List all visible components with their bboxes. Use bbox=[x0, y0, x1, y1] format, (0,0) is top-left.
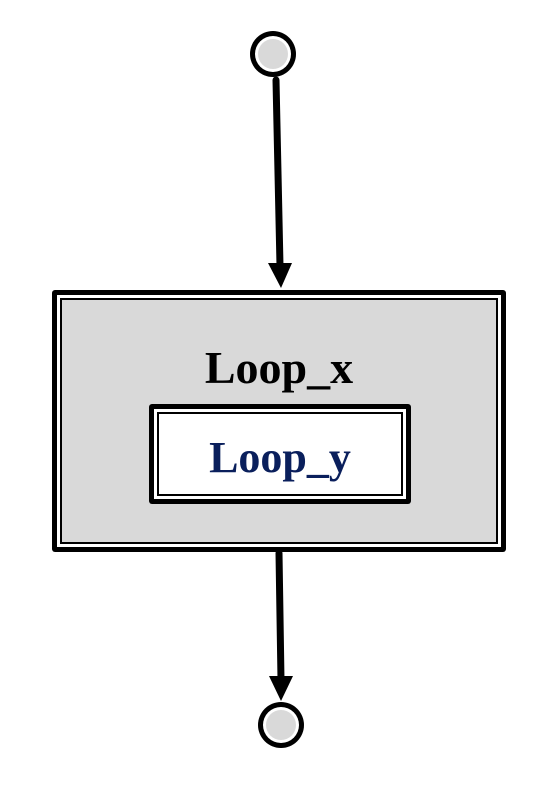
end-node[interactable] bbox=[258, 702, 304, 748]
loop-y-label: Loop_y bbox=[209, 433, 351, 482]
loop-y-node[interactable]: Loop_y bbox=[149, 404, 411, 504]
end-node-fill bbox=[266, 710, 296, 740]
edge-start-to-loop-x bbox=[268, 76, 292, 288]
arrowhead-icon bbox=[268, 263, 292, 288]
arrowhead-icon bbox=[269, 676, 293, 701]
start-node[interactable] bbox=[250, 31, 296, 77]
loop-x-label: Loop_x bbox=[205, 342, 353, 393]
loop-y-fill bbox=[159, 414, 401, 494]
start-node-fill bbox=[258, 39, 288, 69]
edge-loop-x-to-end bbox=[269, 549, 293, 701]
loop-x-node[interactable]: Loop_x Loop_y bbox=[52, 290, 506, 552]
